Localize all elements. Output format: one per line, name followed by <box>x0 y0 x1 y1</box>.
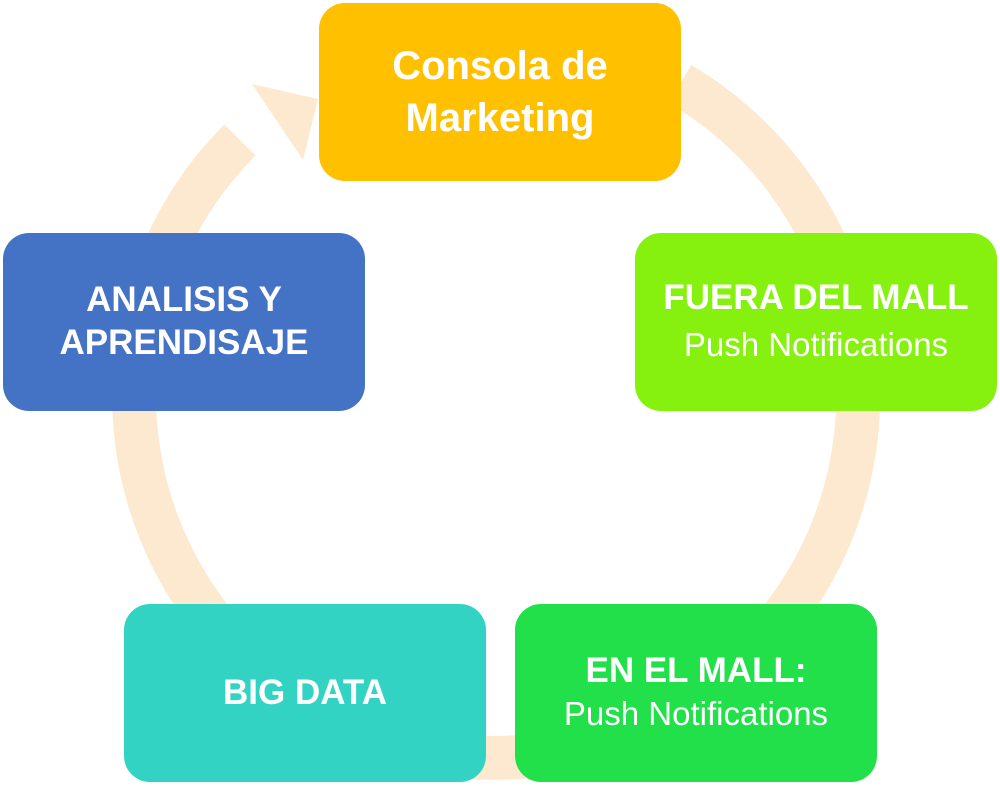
node-title: FUERA DEL MALL <box>663 278 969 318</box>
node-fuera-del-mall: FUERA DEL MALL Push Notifications <box>635 233 997 411</box>
node-subtitle: Push Notifications <box>563 694 829 732</box>
node-big-data: BIG DATA <box>124 604 486 782</box>
node-title: ANALISIS Y APRENDISAJE <box>59 280 309 362</box>
node-title: BIG DATA <box>223 672 387 712</box>
node-analisis-aprendisaje: ANALISIS Y APRENDISAJE <box>3 233 365 411</box>
node-title: EN EL MALL: <box>585 651 807 691</box>
node-en-el-mall: EN EL MALL: Push Notifications <box>515 604 877 782</box>
cycle-arrowhead <box>252 84 318 160</box>
node-title: Consola de Marketing <box>392 44 608 140</box>
node-consola-marketing: Consola de Marketing <box>319 3 681 181</box>
node-subtitle: Push Notifications <box>683 325 949 363</box>
